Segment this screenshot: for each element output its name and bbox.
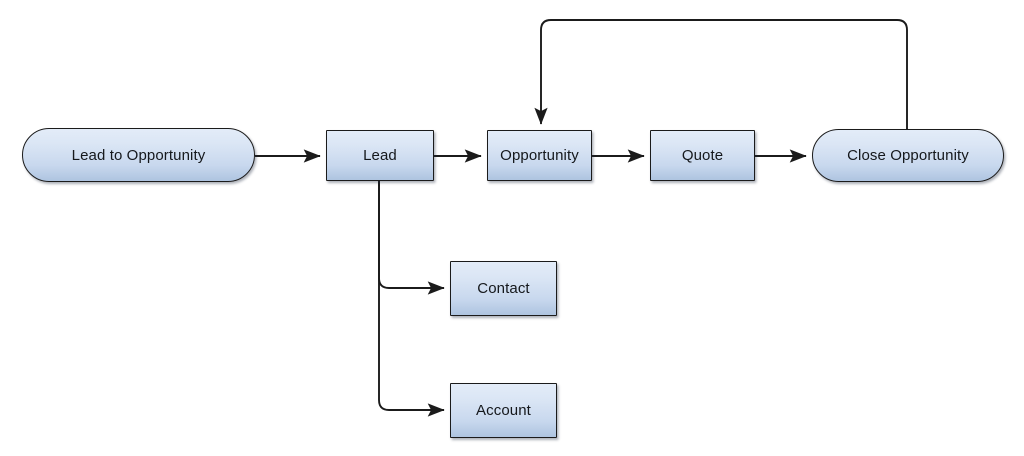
node-label-contact: Contact xyxy=(477,280,530,297)
node-label-lead-to-opportunity: Lead to Opportunity xyxy=(71,146,206,164)
node-quote[interactable]: Quote xyxy=(650,130,755,181)
node-label-close-opportunity: Close Opportunity xyxy=(847,147,969,164)
edge-lead-to-account xyxy=(378,181,445,417)
node-label-opportunity: Opportunity xyxy=(500,147,579,164)
node-label-quote: Quote xyxy=(681,147,724,164)
node-account[interactable]: Account xyxy=(450,383,557,438)
node-close-opportunity[interactable]: Close Opportunity xyxy=(812,129,1004,182)
node-contact[interactable]: Contact xyxy=(450,261,557,316)
edge-close-opportunity-feedback-loop xyxy=(534,19,908,129)
node-opportunity[interactable]: Opportunity xyxy=(487,130,592,181)
node-lead[interactable]: Lead xyxy=(326,130,434,181)
node-label-lead: Lead xyxy=(363,147,397,164)
edge-lead-to-contact xyxy=(378,181,445,295)
node-lead-to-opportunity[interactable]: Lead to Opportunity xyxy=(22,128,255,182)
node-label-account: Account xyxy=(476,402,531,419)
